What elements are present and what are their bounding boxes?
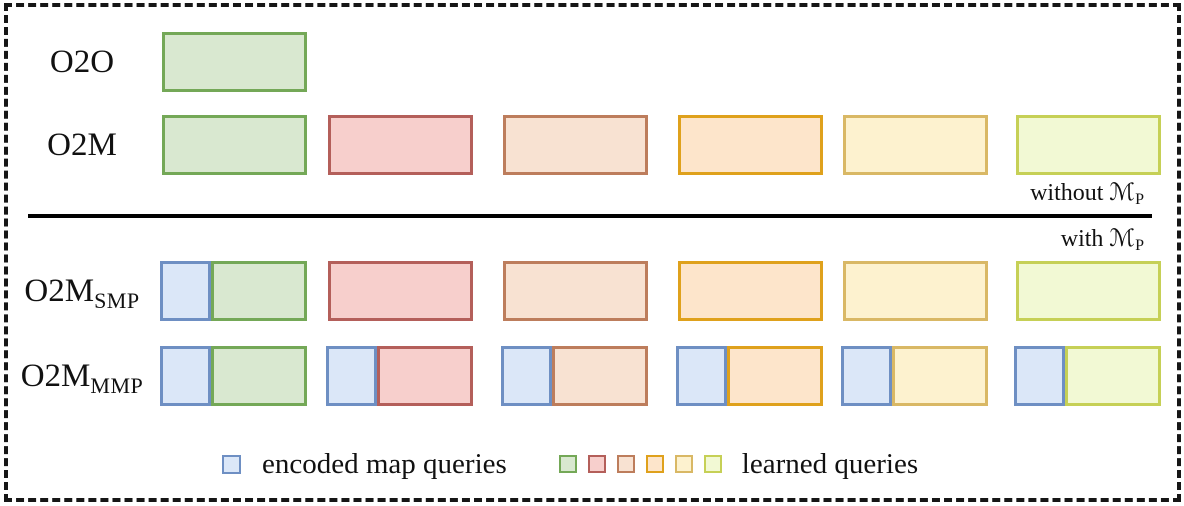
learned-query-box-green xyxy=(211,346,307,406)
map-query-box xyxy=(326,346,377,406)
row-label-text: O2O xyxy=(49,44,115,80)
legend-swatch-lime xyxy=(703,455,722,473)
legend-swatch-salmon xyxy=(616,455,635,473)
legend-learned-label: learned queries xyxy=(741,447,919,480)
legend-swatch-green xyxy=(558,455,577,473)
legend-swatch-orange xyxy=(645,455,664,473)
learned-query-box-tan xyxy=(892,346,988,406)
learned-query-box-salmon xyxy=(503,115,648,175)
legend-learned-swatches xyxy=(558,455,722,473)
memory-symbol: ℳ xyxy=(1109,178,1136,206)
learned-query-box-red xyxy=(377,346,473,406)
combined-query-box xyxy=(160,261,307,321)
legend-map-label: encoded map queries xyxy=(262,447,507,480)
combined-query-box xyxy=(160,346,307,406)
row-label-text: O2M xyxy=(24,273,95,309)
learned-query-box-lime xyxy=(1016,261,1161,321)
without-label: without xyxy=(1030,180,1104,206)
with-label: with xyxy=(1060,226,1104,252)
row-label-text: O2M xyxy=(20,358,91,394)
legend: encoded map queries learned queries xyxy=(222,447,919,480)
learned-query-box-red xyxy=(328,261,473,321)
learned-query-box-green xyxy=(211,261,307,321)
memory-subscript: P xyxy=(1135,237,1144,254)
map-query-box xyxy=(501,346,552,406)
learned-query-box-orange xyxy=(678,115,823,175)
legend-swatch-red xyxy=(587,455,606,473)
map-query-box xyxy=(160,346,211,406)
learned-query-box-green xyxy=(162,115,307,175)
row-label-subscript: MMP xyxy=(90,373,144,398)
learned-query-box-lime xyxy=(1016,115,1161,175)
row-label-o2m-mmp: O2MMMP xyxy=(14,346,150,406)
memory-subscript: P xyxy=(1135,191,1144,208)
learned-query-box-orange xyxy=(678,261,823,321)
section-divider-line xyxy=(28,214,1152,218)
row-label-o2m-smp: O2MSMP xyxy=(14,261,150,321)
combined-query-box xyxy=(326,346,473,406)
without-map-note: without ℳP xyxy=(1030,178,1144,209)
row-label-subscript: SMP xyxy=(94,288,140,313)
learned-query-box-lime xyxy=(1065,346,1161,406)
combined-query-box xyxy=(501,346,648,406)
map-query-box xyxy=(160,261,211,321)
learned-query-box-orange xyxy=(727,346,823,406)
learned-query-box-tan xyxy=(843,115,988,175)
with-map-note: with ℳP xyxy=(1061,224,1144,255)
combined-query-box xyxy=(676,346,823,406)
map-query-box xyxy=(1014,346,1065,406)
map-query-box xyxy=(676,346,727,406)
combined-query-box xyxy=(1014,346,1161,406)
learned-query-box-green xyxy=(162,32,307,92)
row-label-o2m: O2M xyxy=(14,115,150,175)
legend-map-swatch xyxy=(222,454,241,474)
map-query-box xyxy=(841,346,892,406)
learned-query-box-tan xyxy=(843,261,988,321)
learned-query-box-red xyxy=(328,115,473,175)
combined-query-box xyxy=(841,346,988,406)
row-label-text: O2M xyxy=(47,127,117,163)
memory-symbol: ℳ xyxy=(1109,224,1136,252)
legend-swatch-tan xyxy=(674,455,693,473)
learned-query-box-salmon xyxy=(552,346,648,406)
learned-query-box-salmon xyxy=(503,261,648,321)
row-label-o2o: O2O xyxy=(14,32,150,92)
